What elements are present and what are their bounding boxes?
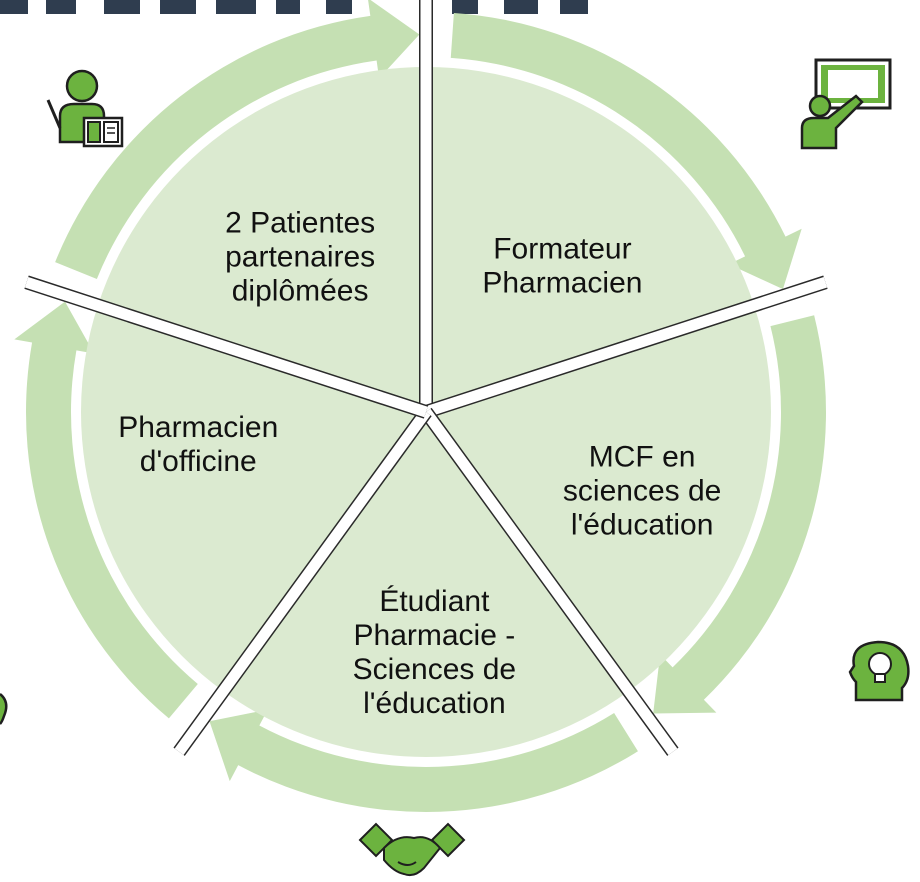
label-line: d'officine xyxy=(140,445,257,478)
title-fragment xyxy=(216,0,256,14)
label-line: l'éducation xyxy=(363,687,506,720)
title-fragment xyxy=(0,0,28,14)
separator xyxy=(174,408,431,756)
title-fragment xyxy=(104,0,140,14)
separator xyxy=(24,276,428,418)
title-fragment xyxy=(276,0,300,14)
label-line: sciences de xyxy=(563,475,721,508)
label-line: 2 Patientes xyxy=(225,207,375,240)
label-line: Pharmacie - xyxy=(354,619,516,652)
partial-circle-icon xyxy=(0,693,8,725)
head-lightbulb-icon xyxy=(848,640,910,702)
separator xyxy=(424,276,828,418)
title-fragment xyxy=(560,0,588,14)
label-line: Formateur xyxy=(493,233,631,266)
title-fragment xyxy=(452,0,478,14)
label-line: MCF en xyxy=(589,441,696,474)
segment-etudiant xyxy=(80,305,426,692)
separators xyxy=(24,0,828,756)
handshake-icon xyxy=(358,822,466,877)
title-fragment xyxy=(504,0,538,14)
teacher-with-pointer-icon xyxy=(46,69,124,148)
separator xyxy=(421,408,678,756)
label-line: Sciences de xyxy=(353,653,516,686)
cycle-arrow-pharmacien xyxy=(55,0,420,280)
title-fragment xyxy=(326,0,352,14)
cycle-arrow-formateur xyxy=(653,315,826,714)
cycle-arrow-etudiant xyxy=(14,301,198,719)
title-fragment xyxy=(46,0,76,14)
label-line: l'éducation xyxy=(571,509,714,542)
segment-mcf xyxy=(223,412,629,757)
label-line: Pharmacien xyxy=(482,267,642,300)
cycle-arrow-patients xyxy=(450,12,802,290)
label-line: Pharmacien xyxy=(118,411,278,444)
label-line: partenaires xyxy=(225,241,375,274)
title-fragment xyxy=(160,0,196,14)
cycle-ring xyxy=(14,0,826,812)
label-line: diplômées xyxy=(232,275,369,308)
presentation-board-icon xyxy=(800,58,892,150)
cycle-arrow-mcf xyxy=(209,709,638,812)
segment-formateur xyxy=(426,305,771,692)
label-line: Étudiant xyxy=(379,585,490,618)
cropped-title xyxy=(0,0,588,14)
